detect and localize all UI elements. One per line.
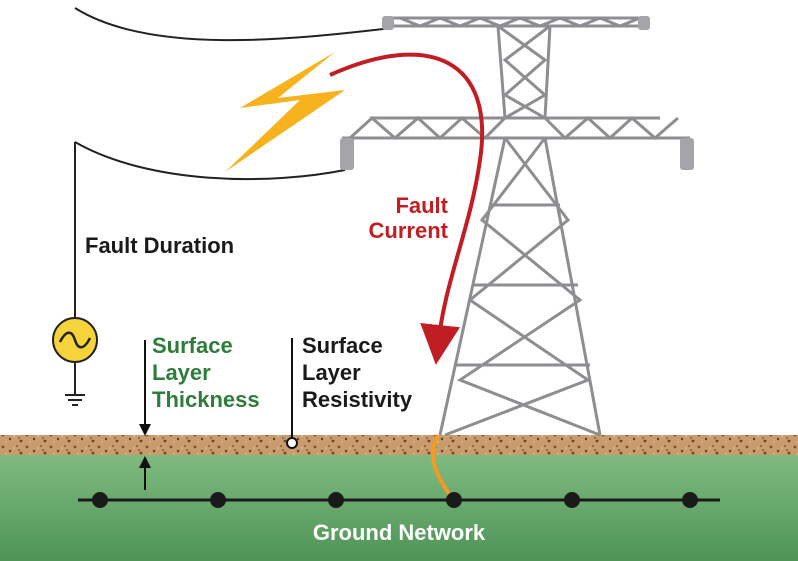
fault-current-label-line2: Current xyxy=(369,218,449,243)
ground-node xyxy=(682,492,698,508)
lightning-bolt-icon xyxy=(225,52,345,172)
insulator-top-left xyxy=(382,16,394,30)
resistivity-pointer-dot xyxy=(286,437,298,449)
ground-node xyxy=(210,492,226,508)
ground-node xyxy=(564,492,580,508)
surface-resistivity-label-line3: Resistivity xyxy=(302,387,413,412)
ground-network-label: Ground Network xyxy=(313,520,486,545)
fault-duration-label: Fault Duration xyxy=(85,233,234,258)
ground-node xyxy=(446,492,462,508)
surface-thickness-label-line1: Surface xyxy=(152,333,233,358)
power-line-upper xyxy=(74,7,393,42)
ac-source-icon xyxy=(52,317,98,363)
surface-resistivity-label-line2: Layer xyxy=(302,360,361,385)
fault-current-label-line1: Fault xyxy=(395,193,448,218)
surface-layer xyxy=(0,435,798,455)
fault-current-arrow xyxy=(329,52,485,365)
surface-resistivity-label-line1: Surface xyxy=(302,333,383,358)
ground-node xyxy=(328,492,344,508)
surface-thickness-label-line3: Thickness xyxy=(152,387,260,412)
thickness-arrow-up xyxy=(139,456,151,468)
power-line-lower xyxy=(74,141,346,181)
insulator-top-right xyxy=(638,16,650,30)
ground-network-nodes xyxy=(92,492,698,508)
ground-symbol-icon xyxy=(65,394,85,406)
thickness-arrow-down xyxy=(139,424,151,436)
ground-layer xyxy=(0,455,798,561)
surface-thickness-label-line2: Layer xyxy=(152,360,211,385)
transmission-tower xyxy=(342,16,690,437)
insulator-left xyxy=(340,138,354,170)
insulator-right xyxy=(680,138,694,170)
ground-node xyxy=(92,492,108,508)
